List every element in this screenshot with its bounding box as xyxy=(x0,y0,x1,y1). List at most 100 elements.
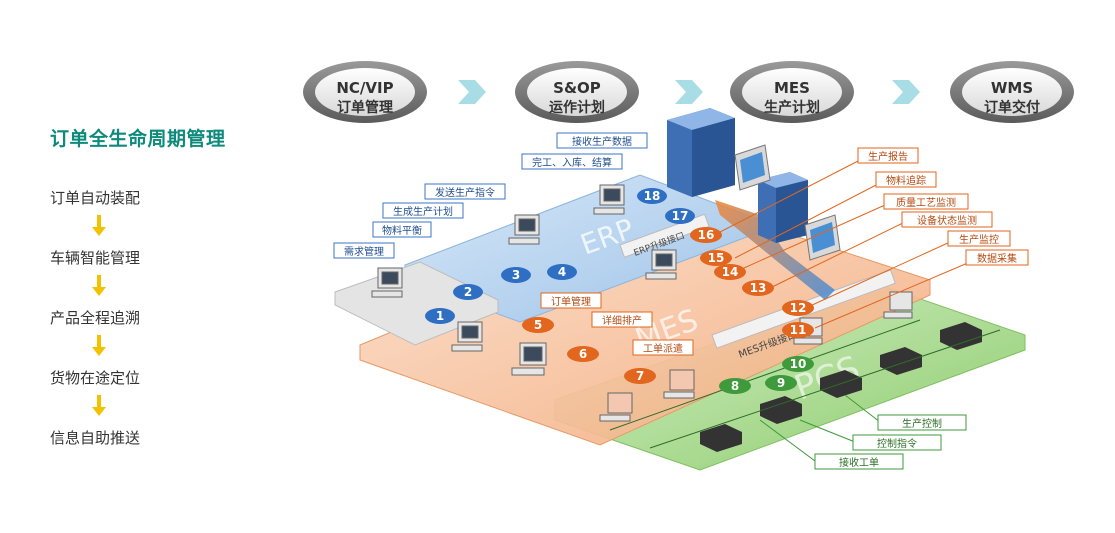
data-flow-arrow xyxy=(715,200,835,300)
callout-material-balance: 物料平衡 xyxy=(382,224,422,237)
step-info-push: 信息自助推送 xyxy=(50,429,141,447)
pipeline-line2: 订单交付 xyxy=(984,99,1040,116)
callout-material-tracking: 物料追踪 xyxy=(886,174,926,187)
callout-generate-plan: 生成生产计划 xyxy=(393,205,453,218)
network-line xyxy=(649,329,1001,449)
callout-demand-management: 需求管理 xyxy=(344,245,384,258)
workstation-icon xyxy=(599,392,633,422)
step-marker: 9 xyxy=(765,375,797,391)
svg-text:7: 7 xyxy=(636,369,644,383)
plc-device-icon xyxy=(940,322,982,350)
leader-line xyxy=(759,419,816,462)
leader-line xyxy=(734,182,881,259)
svg-text:16: 16 xyxy=(698,228,715,242)
callout-production-monitoring: 生产监控 xyxy=(959,233,999,246)
leader-line xyxy=(809,241,951,307)
step-marker: 18 xyxy=(637,188,667,204)
pcs-callouts: 生产控制 控制指令 接收工单 xyxy=(814,414,967,470)
svg-text:10: 10 xyxy=(790,357,807,371)
svg-text:6: 6 xyxy=(579,347,587,361)
leader-line xyxy=(734,204,886,273)
step-marker: 11 xyxy=(782,322,814,338)
pipeline-line2: 订单管理 xyxy=(337,99,393,116)
svg-text:4: 4 xyxy=(558,265,566,279)
callout-completion: 完工、入库、结算 xyxy=(532,156,612,169)
pipeline-line1: MES xyxy=(774,79,810,97)
callout-scheduling: 详细排产 xyxy=(602,314,642,327)
leader-line xyxy=(769,221,906,289)
chevron-right-icon xyxy=(892,80,920,104)
arrow-down-icon xyxy=(92,335,106,356)
step-marker: 15 xyxy=(700,250,732,266)
pipeline-line1: WMS xyxy=(991,79,1033,97)
step-marker: 14 xyxy=(714,264,746,280)
arrow-down-icon xyxy=(92,215,106,236)
svg-text:9: 9 xyxy=(777,376,785,390)
arrow-down-icon xyxy=(92,275,106,296)
leader-line xyxy=(799,419,856,443)
workstation-icon xyxy=(645,249,677,280)
leader-line xyxy=(719,159,861,233)
workstation-icon xyxy=(508,214,540,245)
plc-device-icon xyxy=(880,347,922,375)
workstation-icon xyxy=(451,321,483,352)
step-marker: 8 xyxy=(719,378,751,394)
erp-callouts: 接收生产数据 完工、入库、结算 发送生产指令 生成生产计划 物料平衡 需求管理 xyxy=(333,132,648,259)
step-marker: 10 xyxy=(782,356,814,372)
step-marker: 17 xyxy=(665,208,695,224)
pipeline-nc-vip: NC/VIP 订单管理 xyxy=(303,61,427,123)
page-title: 订单全生命周期管理 xyxy=(50,128,226,150)
pipeline-line2: 运作计划 xyxy=(549,99,605,116)
callout-control-instruction: 控制指令 xyxy=(877,437,917,450)
callout-order-management: 订单管理 xyxy=(551,295,591,308)
svg-text:3: 3 xyxy=(512,268,520,282)
svg-text:12: 12 xyxy=(790,301,807,315)
mes-left-callouts: 订单管理 详细排产 工单派遣 xyxy=(540,292,694,356)
svg-text:5: 5 xyxy=(534,318,542,332)
step-marker: 1 xyxy=(425,308,455,324)
svg-text:2: 2 xyxy=(464,285,472,299)
svg-text:11: 11 xyxy=(790,323,807,337)
workstation-icon xyxy=(511,342,547,376)
callout-production-control: 生产控制 xyxy=(902,417,942,430)
callout-send-instruction: 发送生产指令 xyxy=(435,186,495,199)
svg-text:13: 13 xyxy=(750,281,767,295)
pipeline-line1: NC/VIP xyxy=(336,79,393,97)
step-marker: 6 xyxy=(567,346,599,362)
step-vehicle-management: 车辆智能管理 xyxy=(50,249,141,267)
workstation-icon xyxy=(371,267,403,298)
step-marker: 3 xyxy=(501,267,531,283)
svg-text:18: 18 xyxy=(644,189,661,203)
step-marker: 7 xyxy=(624,368,656,384)
pipeline-line2: 生产计划 xyxy=(764,99,820,116)
arrow-down-icon xyxy=(92,395,106,416)
pipeline-mes: MES 生产计划 xyxy=(730,61,854,123)
callout-data-collection: 数据采集 xyxy=(977,252,1017,265)
chevron-right-icon xyxy=(675,80,703,104)
step-marker: 2 xyxy=(453,284,483,300)
step-marker: 12 xyxy=(782,300,814,316)
step-markers: 1 2 3 4 5 6 7 8 9 10 11 12 13 14 15 16 1… xyxy=(425,188,814,394)
callout-equipment-monitoring: 设备状态监测 xyxy=(917,214,977,227)
chevron-right-icon xyxy=(458,80,486,104)
plc-device-icon xyxy=(760,396,802,424)
server-icon xyxy=(667,108,735,197)
step-marker: 4 xyxy=(547,264,577,280)
step-marker: 5 xyxy=(522,317,554,333)
workstation-icon xyxy=(883,291,913,319)
callout-quality-monitoring: 质量工艺监测 xyxy=(896,196,956,209)
callout-production-report: 生产报告 xyxy=(868,150,908,163)
step-transit-location: 货物在途定位 xyxy=(50,369,141,387)
client-base xyxy=(334,261,499,346)
monitor-icon xyxy=(734,144,771,191)
workstation-icon xyxy=(663,369,695,399)
svg-text:15: 15 xyxy=(708,251,725,265)
step-product-tracing: 产品全程追溯 xyxy=(50,309,141,327)
svg-text:14: 14 xyxy=(722,265,739,279)
pipeline-line1: S&OP xyxy=(553,79,601,97)
network-line xyxy=(609,319,921,431)
workstation-icon xyxy=(593,184,625,215)
leader-line xyxy=(814,261,971,329)
step-marker: 16 xyxy=(690,227,722,243)
